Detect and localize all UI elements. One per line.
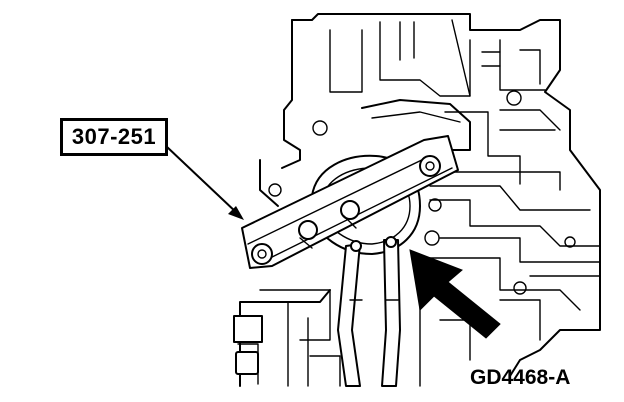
tool-number-label: 307-251 [71, 124, 157, 149]
figure-id-label: GD4468-A [470, 366, 571, 389]
callout-leader [165, 145, 244, 220]
engine-block-casting [259, 13, 601, 377]
special-tool-bar [241, 135, 459, 269]
seal-remover-jaws [337, 236, 401, 387]
direction-arrow [409, 249, 501, 339]
tool-number-callout: 307-251 [60, 118, 168, 156]
